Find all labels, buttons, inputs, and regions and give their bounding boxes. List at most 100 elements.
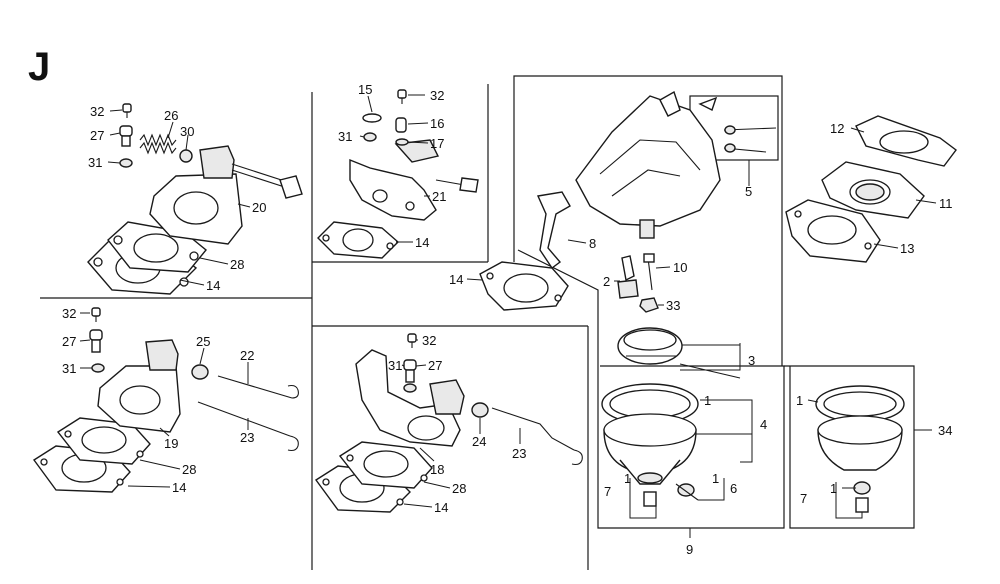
rod-23-middle <box>491 407 583 466</box>
callout-28-bottom-left: 28 <box>182 462 196 477</box>
callout-14-center: 14 <box>449 272 463 287</box>
callout-28-top-left: 28 <box>230 257 244 272</box>
callout-26: 26 <box>164 108 178 123</box>
callout-31-top-left: 31 <box>88 155 102 170</box>
callout-1-drain-washer: 1 <box>624 471 631 486</box>
callout-32-bottom-middle: 32 <box>422 333 436 348</box>
callout-21: 21 <box>432 189 446 204</box>
callout-8: 8 <box>589 236 596 251</box>
callout-12: 12 <box>830 121 844 136</box>
screw-27-bottom-middle <box>403 359 417 383</box>
nut-31-bottom-middle <box>403 383 417 393</box>
bottom-left-assembly <box>32 307 299 493</box>
callout-25: 25 <box>196 334 210 349</box>
gasket-13 <box>785 199 881 263</box>
screw-16 <box>395 117 407 133</box>
insulator-28-bottom-middle <box>338 441 433 489</box>
callout-32-bottom-left: 32 <box>62 306 76 321</box>
screw-27-top-left <box>119 125 133 147</box>
callout-24: 24 <box>472 434 486 449</box>
callout-17: 17 <box>430 136 444 151</box>
leader-lines <box>79 94 937 538</box>
pin-10 <box>643 253 655 291</box>
jet-33 <box>639 297 659 313</box>
bracket-19 <box>97 339 181 433</box>
callout-1-kit-washer: 1 <box>830 481 837 496</box>
callout-1-screw-washer: 1 <box>712 471 719 486</box>
screw-32-top-middle <box>397 89 407 104</box>
bushing-24 <box>471 402 489 418</box>
top-middle-assembly <box>317 89 479 259</box>
needle-2 <box>617 255 639 299</box>
callout-27-bottom-middle: 27 <box>428 358 442 373</box>
callout-23-middle: 23 <box>512 446 526 461</box>
callout-10: 10 <box>673 260 687 275</box>
callout-1-kit-gasket: 1 <box>796 393 803 408</box>
nut-31-top-left <box>119 158 133 168</box>
callout-2: 2 <box>603 274 610 289</box>
callout-14-top-middle: 14 <box>415 235 429 250</box>
gasket-14-center <box>479 261 569 311</box>
gasket-14-top-middle <box>317 221 400 259</box>
callout-31-top-middle: 31 <box>338 129 352 144</box>
callout-31-bottom-middle: 31 <box>388 358 402 373</box>
callout-22: 22 <box>240 348 254 363</box>
callout-28-bottom-middle: 28 <box>452 481 466 496</box>
callout-30: 30 <box>180 124 194 139</box>
nut-31-top-middle <box>363 132 377 142</box>
float-8 <box>536 191 571 270</box>
carburetor-body <box>575 90 777 239</box>
callout-14-bottom-left: 14 <box>172 480 186 495</box>
callout-labels: 32 27 31 26 30 20 28 14 15 32 16 31 17 2… <box>62 82 953 557</box>
callout-32-top-middle: 32 <box>430 88 444 103</box>
screw-32-top-left <box>122 103 132 118</box>
washer-30 <box>179 149 193 163</box>
section-letter: J <box>28 45 50 89</box>
spring-26 <box>139 133 177 155</box>
rod-22 <box>217 375 299 399</box>
callout-16: 16 <box>430 116 444 131</box>
callout-1-bowl-gasket: 1 <box>704 393 711 408</box>
callout-19: 19 <box>164 436 178 451</box>
callout-9: 9 <box>686 542 693 557</box>
callout-6: 6 <box>730 481 737 496</box>
float-valve-3 <box>617 327 741 379</box>
callout-11: 11 <box>939 196 953 211</box>
nut-31-bottom-left <box>91 363 105 373</box>
bracket-20 <box>149 145 303 245</box>
spring-15 <box>362 113 382 123</box>
screw-32-bottom-left <box>91 307 101 322</box>
callout-18: 18 <box>430 462 444 477</box>
bottom-middle-assembly <box>314 333 583 513</box>
callout-3: 3 <box>748 353 755 368</box>
callout-7-kit: 7 <box>800 491 807 506</box>
callout-13: 13 <box>900 241 914 256</box>
callout-23-left: 23 <box>240 430 254 445</box>
float-bowl-assembly-4 <box>601 383 699 507</box>
callout-7: 7 <box>604 484 611 499</box>
top-left-assembly <box>87 103 303 295</box>
bushing-25-left <box>191 364 209 380</box>
screws-5 <box>698 96 777 153</box>
callout-27-top-left: 27 <box>90 128 104 143</box>
callout-20: 20 <box>252 200 266 215</box>
callout-33: 33 <box>666 298 680 313</box>
gasket-12 <box>855 115 957 167</box>
callout-27-bottom-left: 27 <box>62 334 76 349</box>
callout-4: 4 <box>760 417 767 432</box>
callout-34: 34 <box>938 423 952 438</box>
callout-14-top-left: 14 <box>206 278 220 293</box>
callout-31-bottom-left: 31 <box>62 361 76 376</box>
bracket-18 <box>355 349 465 447</box>
screw-32-bottom-middle <box>407 333 417 348</box>
callout-32-top-left: 32 <box>90 104 104 119</box>
callout-14-bottom-middle: 14 <box>434 500 448 515</box>
panel-dividers <box>40 75 915 570</box>
insulator-28-bottom-left <box>56 417 151 465</box>
bracket-21 <box>349 139 479 221</box>
rod-23-left <box>197 401 299 452</box>
washer-17 <box>395 138 409 146</box>
insulator-11 <box>821 161 925 219</box>
